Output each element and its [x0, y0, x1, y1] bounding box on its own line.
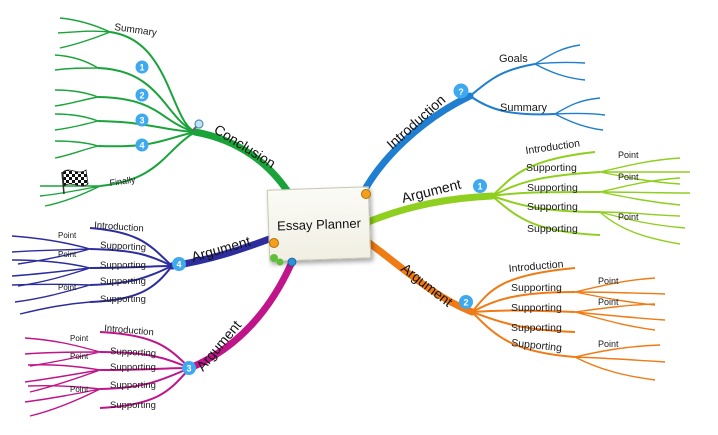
svg-text:?: ?	[458, 87, 464, 97]
argument-1-supporting-2: Supporting	[527, 182, 578, 194]
argument-3-point-3: Point	[70, 385, 89, 394]
svg-text:4: 4	[176, 260, 181, 270]
argument-2-introduction: Introduction	[508, 258, 564, 275]
argument-3-point-2: Point	[70, 352, 89, 361]
branch-argument-3[interactable]: Argument 3 Introduction Supporting Suppo…	[24, 258, 296, 417]
argument-2-badge: 2	[459, 295, 473, 309]
argument-3-introduction: Introduction	[104, 323, 154, 338]
checkered-flag-icon	[61, 169, 89, 195]
argument-1-point-2: Point	[618, 172, 639, 182]
argument-1-point-1: Point	[618, 150, 639, 160]
argument-3-supporting-2: Supporting	[110, 362, 156, 373]
argument-2-point-1: Point	[598, 276, 619, 286]
argument-4-supporting-4: Supporting	[100, 294, 146, 305]
central-topic-title: Essay Planner	[276, 215, 362, 233]
svg-text:1: 1	[477, 182, 482, 192]
argument-2-label: Argument	[398, 260, 456, 310]
argument-1-point-3: Point	[618, 212, 639, 222]
argument-3-supporting-3: Supporting	[110, 380, 156, 391]
conclusion-badge-1: 1	[135, 60, 149, 74]
branch-conclusion[interactable]: Conclusion Summary 1 2 3 4 Finally	[39, 17, 292, 207]
argument-4-point-3: Point	[58, 283, 77, 292]
argument-2-supporting-3: Supporting	[511, 322, 562, 334]
conclusion-badge-2: 2	[135, 88, 149, 102]
argument-4-label: Argument	[189, 233, 252, 265]
argument-3-badge: 3	[182, 361, 196, 375]
argument-4-introduction: Introduction	[94, 220, 144, 234]
branch-argument-2[interactable]: Argument 2 Introduction Supporting Suppo…	[361, 236, 666, 381]
argument-2-point-2: Point	[598, 297, 619, 307]
argument-3-point-1: Point	[70, 334, 89, 343]
introduction-goals: Goals	[499, 53, 528, 65]
argument-4-supporting-2: Supporting	[100, 260, 146, 271]
argument-2-supporting-4: Supporting	[511, 337, 563, 354]
branch-argument-4[interactable]: Argument 4 Introduction Supporting Suppo…	[11, 220, 276, 315]
argument-2-point-3: Point	[598, 339, 619, 349]
svg-text:3: 3	[139, 116, 144, 126]
argument-3-label: Argument	[193, 317, 244, 374]
conclusion-label: Conclusion	[211, 121, 278, 171]
magnifier-icon	[191, 119, 204, 132]
argument-3-supporting-4: Supporting	[110, 400, 156, 411]
introduction-question-badge: ?	[453, 83, 469, 99]
conclusion-finally: Finally	[109, 174, 137, 188]
svg-text:2: 2	[139, 91, 144, 101]
svg-text:1: 1	[139, 63, 144, 73]
conclusion-badge-3: 3	[135, 113, 149, 127]
argument-1-supporting-4: Supporting	[527, 223, 578, 235]
argument-4-badge: 4	[172, 257, 186, 271]
introduction-summary: Summary	[500, 102, 548, 114]
argument-4-supporting-1: Supporting	[100, 240, 146, 253]
argument-2-supporting-1: Supporting	[511, 282, 562, 294]
introduction-label: Introduction	[383, 91, 448, 152]
branch-argument-1[interactable]: Argument 1 Introduction Supporting Suppo…	[364, 137, 691, 245]
argument-1-badge: 1	[473, 179, 487, 193]
argument-4-point-1: Point	[58, 231, 77, 240]
argument-4-supporting-3: Supporting	[100, 276, 146, 287]
conclusion-badge-4: 4	[135, 138, 149, 152]
argument-3-supporting-1: Supporting	[110, 346, 156, 359]
svg-text:3: 3	[186, 364, 191, 374]
svg-text:4: 4	[139, 141, 144, 151]
argument-4-point-2: Point	[58, 250, 77, 259]
conclusion-summary: Summary	[114, 22, 158, 39]
svg-text:2: 2	[463, 298, 468, 308]
central-topic-card[interactable]: Essay Planner	[266, 186, 372, 262]
argument-2-supporting-2: Supporting	[511, 302, 562, 314]
argument-1-supporting-3: Supporting	[527, 201, 578, 213]
argument-1-introduction: Introduction	[525, 137, 581, 157]
argument-1-supporting-1: Supporting	[526, 162, 577, 174]
